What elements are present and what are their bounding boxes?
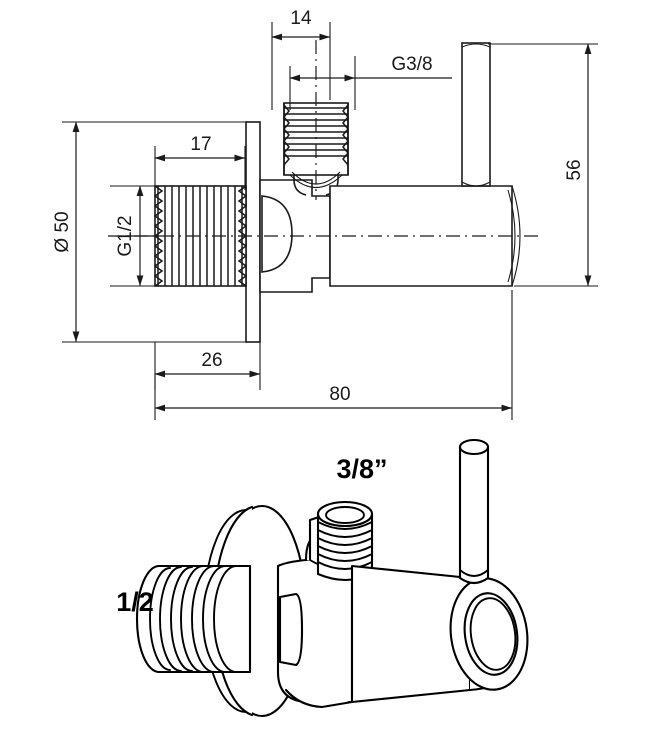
dimension-g38: G3/8: [289, 54, 452, 110]
dimension-56-label: 56: [564, 159, 585, 180]
flange-plate: [245, 121, 261, 343]
end-cap-mid-3d: [463, 592, 519, 676]
outlet-thread-rings-3d: [317, 521, 373, 570]
riser-seat-curve: [289, 174, 343, 188]
valve-body-geometry: [108, 40, 538, 343]
dimension-80-label: 80: [329, 384, 350, 405]
handle-spindle-3d: [458, 445, 490, 585]
handle-spindle: [461, 42, 491, 187]
inlet-thread-rings-3d: [149, 565, 237, 673]
dimension-14: 14: [271, 8, 331, 110]
riser-edges: [283, 103, 349, 175]
barrel-end-curve: [507, 189, 516, 283]
valve-body-skirt-3d: [284, 688, 354, 709]
outlet-bore-3d: [325, 506, 365, 524]
dimension-g38-label: G3/8: [391, 54, 432, 75]
dimension-diameter-50-label: Ø 50: [52, 211, 73, 252]
dimension-17: 17: [154, 134, 246, 190]
dimension-26: 26: [154, 300, 261, 390]
dimension-80: 80: [154, 290, 513, 420]
dimension-g12: G1/2: [110, 185, 160, 287]
label-one-half: 1/2: [116, 587, 154, 617]
barrel-end-curve-2: [511, 185, 521, 287]
bottom-isometric-view: 3/8” 1/2: [116, 438, 529, 718]
label-three-eighths: 3/8”: [336, 454, 387, 484]
dimension-14-label: 14: [290, 8, 312, 29]
body-boss-3d: [278, 592, 304, 667]
dimension-17-label: 17: [190, 134, 211, 155]
end-cap-inner-3d: [469, 597, 517, 671]
handle-top-ellipse-3d: [458, 438, 490, 456]
dimension-56: 56: [488, 43, 598, 287]
dimension-26-label: 26: [201, 350, 222, 371]
handle-base-ellipse-3d: [459, 569, 489, 577]
top-section-view: 14 G3/8 17 Ø 50: [52, 8, 598, 420]
riser-fillet-left: [293, 175, 307, 196]
inlet-thread-3d: [135, 564, 252, 674]
dimension-diameter-50: Ø 50: [52, 121, 248, 343]
handle-base-curve: [461, 181, 491, 187]
handle-top-cap: [461, 43, 491, 48]
dimension-g12-label: G1/2: [115, 215, 136, 256]
body-boss: [261, 195, 293, 273]
